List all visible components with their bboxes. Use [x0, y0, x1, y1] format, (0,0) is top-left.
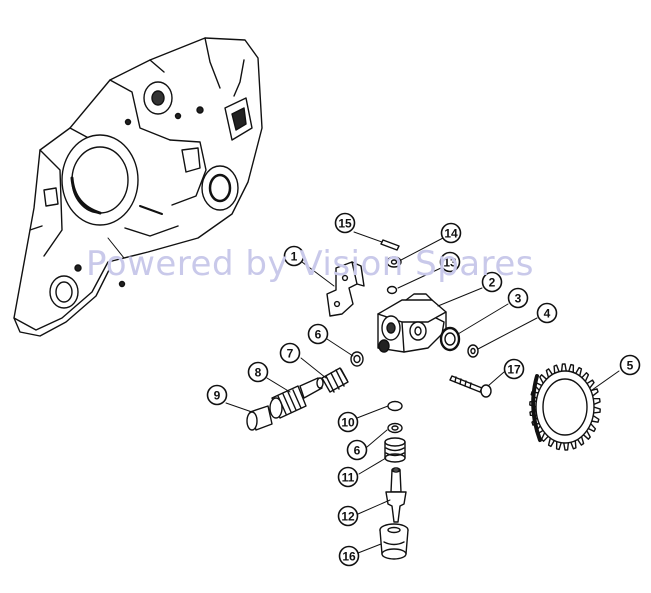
part-seal-ring: [439, 326, 461, 352]
callout-7: 7: [279, 342, 301, 364]
callout-label: 7: [287, 347, 294, 361]
part-pump-piston: [269, 377, 324, 419]
callout-label: 3: [515, 292, 522, 306]
part-o-ring-lower: [387, 422, 403, 434]
callout-4: 4: [536, 302, 558, 324]
callout-markers: 1 2 3 4 5 6 6 7: [206, 212, 641, 567]
part-bracket: [326, 261, 365, 317]
callout-label: 12: [341, 510, 355, 524]
callout-label: 6: [315, 328, 322, 342]
part-spring: [321, 367, 349, 393]
part-roll-pin: [380, 239, 400, 251]
callout-6-lower: 6: [346, 439, 368, 461]
part-suction-sleeve: [379, 523, 409, 560]
callout-label: 1: [291, 250, 298, 264]
callout-5: 5: [619, 354, 641, 376]
callout-9: 9: [206, 384, 228, 406]
callout-6-upper: 6: [307, 323, 329, 345]
part-o-ring-tiny: [386, 285, 398, 295]
callout-11: 11: [337, 466, 359, 488]
callout-label: 10: [341, 416, 355, 430]
callout-3: 3: [507, 287, 529, 309]
callout-14: 14: [440, 222, 462, 244]
callout-1: 1: [283, 245, 305, 267]
part-o-ring-small: [387, 400, 403, 412]
callout-2: 2: [481, 271, 503, 293]
callout-10: 10: [337, 411, 359, 433]
callout-label: 4: [544, 307, 551, 321]
part-plug: [246, 405, 273, 431]
part-washer-small: [386, 256, 402, 268]
part-o-ring-upper: [350, 351, 364, 367]
callout-8: 8: [247, 361, 269, 383]
callout-label: 9: [214, 389, 221, 403]
leader-lines: [225, 231, 620, 554]
callout-label: 13: [443, 256, 457, 270]
callout-15: 15: [334, 212, 356, 234]
part-control-pin: [385, 467, 407, 523]
callout-label: 14: [444, 227, 458, 241]
callout-label: 17: [507, 363, 521, 377]
callout-label: 16: [342, 550, 356, 564]
callout-label: 15: [338, 217, 352, 231]
callout-13: 13: [439, 251, 461, 273]
crankcase-illustration: [13, 37, 263, 337]
part-spring-small: [384, 437, 406, 463]
callout-label: 11: [342, 471, 355, 485]
part-worm-gear: [529, 363, 601, 451]
part-washer: [467, 344, 479, 358]
part-screw: [449, 375, 492, 398]
part-oil-pump-housing: [377, 293, 447, 353]
callout-label: 5: [627, 359, 634, 373]
callout-label: 8: [255, 366, 262, 380]
callout-12: 12: [337, 505, 359, 527]
callout-label: 2: [489, 276, 496, 290]
callout-label: 6: [354, 444, 361, 458]
callout-16: 16: [338, 545, 360, 567]
callout-17: 17: [503, 358, 525, 380]
